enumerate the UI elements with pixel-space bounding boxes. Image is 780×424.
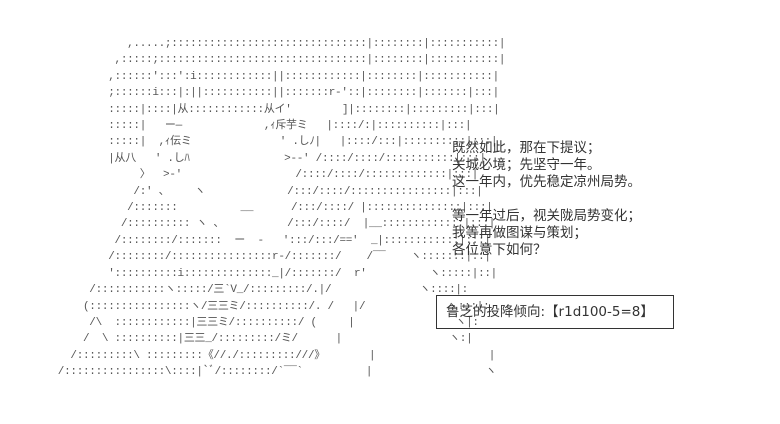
dice-roll-box: 鲁芝的投降倾向:【r1d100-5=8】 — [436, 295, 674, 329]
dialogue-line: 关城必境；先坚守一年。 — [452, 157, 601, 173]
dice-roll-text: 鲁芝的投降倾向:【r1d100-5=8】 — [446, 304, 654, 320]
dialogue-line: 这一年内，优先稳定凉州局势。 — [452, 174, 641, 190]
dialogue-line: 我等再做图谋与策划； — [452, 225, 587, 241]
dialogue-gap — [452, 191, 641, 208]
dialogue-line: 既然如此，那在下提议； — [452, 140, 601, 156]
ascii-art-illustration: ,.....;:::::::::::::::::::::::::::::::|:… — [57, 38, 506, 379]
dialogue-line: 各位意下如何？ — [452, 242, 547, 258]
dialogue-line: 等一年过后，视关陇局势变化； — [452, 208, 641, 224]
dialogue-text: 既然如此，那在下提议； 关城必境；先坚守一年。 这一年内，优先稳定凉州局势。 等… — [452, 140, 641, 259]
